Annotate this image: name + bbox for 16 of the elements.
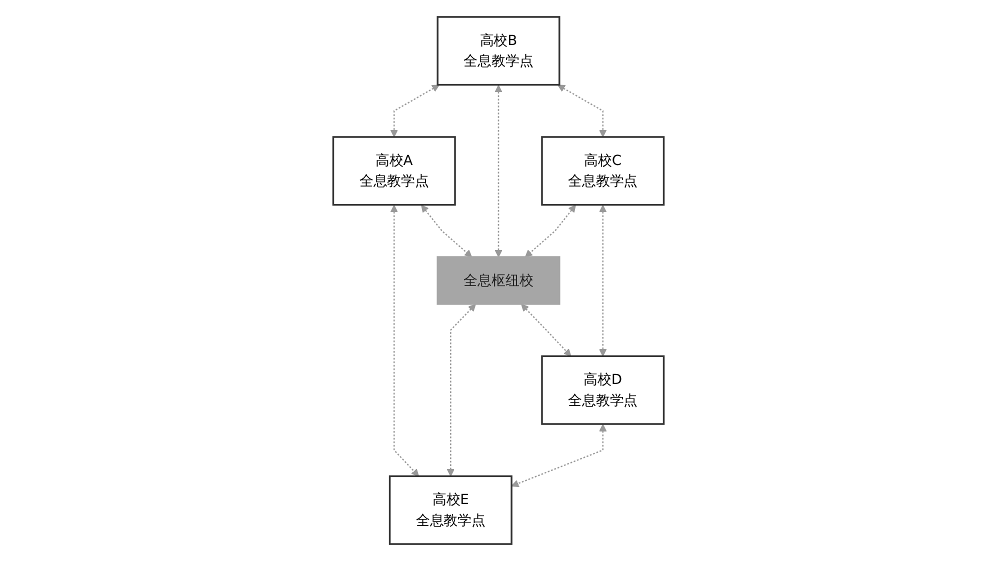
arrow xyxy=(446,304,476,477)
node-box: 高校D 全息教学点 xyxy=(541,355,665,425)
arrow xyxy=(421,204,472,258)
node-box: 高校B 全息教学点 xyxy=(436,16,560,86)
arrow xyxy=(521,304,572,357)
arrow xyxy=(511,424,607,488)
arrow xyxy=(494,84,502,258)
node-box: 高校C 全息教学点 xyxy=(541,136,665,206)
arrow xyxy=(599,204,607,357)
arrow xyxy=(524,204,576,258)
node-box: 全息枢纽校 xyxy=(436,256,560,305)
arrow xyxy=(390,84,440,138)
node-box: 高校E 全息教学点 xyxy=(388,475,512,545)
node-box: 高校A 全息教学点 xyxy=(332,136,456,206)
arrow xyxy=(390,204,420,477)
arrow xyxy=(557,84,607,138)
